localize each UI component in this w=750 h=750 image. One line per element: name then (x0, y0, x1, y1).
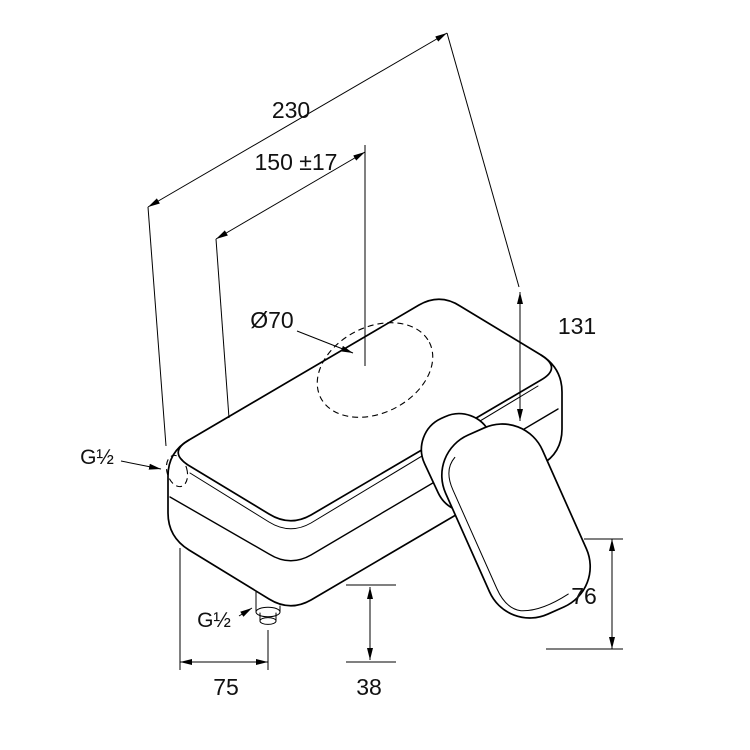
dim-150-ext-left (215, 238, 230, 419)
dimensions: 230 150 ±17 Ø70 131 G½ G½ 75 38 76 (80, 32, 623, 700)
body-edge-highlight (189, 385, 539, 530)
handle-edge-contour (448, 456, 569, 612)
inlet-circle-hidden (165, 454, 189, 488)
dim-38-label: 38 (356, 674, 382, 700)
thread-outlet-label: G½ (197, 609, 231, 632)
dim-230-line (147, 32, 448, 208)
dim-230-ext-left (147, 206, 167, 447)
nozzle-tip-rim (259, 617, 277, 625)
dim-75-label: 75 (213, 674, 239, 700)
thread-inlet-leader (120, 460, 162, 470)
escutcheon-circle-hidden (316, 322, 434, 418)
dim-230-ext-right (446, 32, 520, 288)
dim-dia70-label: Ø70 (250, 307, 293, 333)
body-cover-seam (169, 408, 559, 562)
dim-76-label: 76 (571, 583, 597, 609)
dim-150-line (215, 151, 366, 240)
dim-dia70-leader (296, 330, 354, 354)
dim-150-label: 150 ±17 (255, 149, 338, 175)
dim-131-label: 131 (558, 313, 596, 339)
handle-shape (440, 423, 592, 619)
dim-230-label: 230 (272, 97, 310, 123)
body-top-face-rim (177, 354, 553, 522)
lever-handle (440, 423, 592, 619)
faucet-body (165, 298, 563, 607)
outlet-nozzle (255, 591, 281, 625)
thread-outlet-leader (238, 607, 253, 617)
nozzle-collar-rim (255, 606, 281, 618)
thread-inlet-label: G½ (80, 446, 114, 469)
